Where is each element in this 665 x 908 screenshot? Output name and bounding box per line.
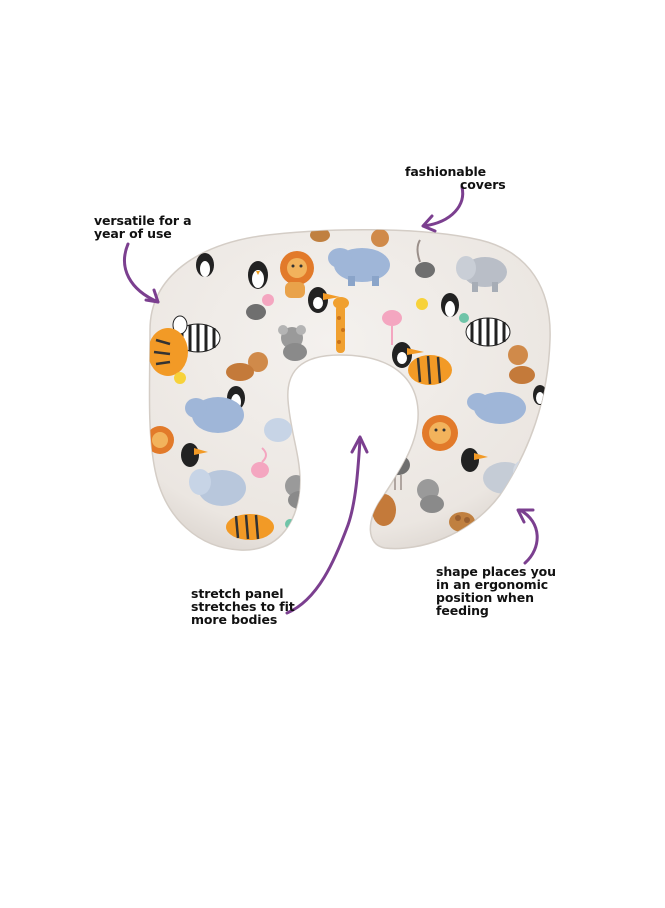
chick-icon xyxy=(375,379,385,389)
hedgehog-icon xyxy=(449,512,475,532)
penguin-icon xyxy=(248,261,268,289)
chick-icon xyxy=(459,313,469,323)
flamingo-icon xyxy=(251,447,269,478)
callout-fashionable-covers: fashionable covers xyxy=(405,165,506,191)
arrow-fashionable-icon xyxy=(421,185,465,233)
flamingo-icon xyxy=(262,294,274,306)
koala-icon xyxy=(417,479,444,513)
callout-versatile: versatile for a year of use xyxy=(94,214,192,240)
koala-icon xyxy=(278,325,307,361)
arrow-versatile-icon xyxy=(123,242,160,304)
callout-line: shape places you xyxy=(436,564,556,579)
hedgehog-icon xyxy=(302,515,330,537)
monkey-icon xyxy=(226,352,268,381)
callout-line: year of use xyxy=(94,226,172,241)
callout-line: versatile for a xyxy=(94,213,192,228)
callout-line: in an ergonomic xyxy=(436,577,549,592)
callout-line: covers xyxy=(460,177,506,192)
ostrich-icon xyxy=(246,304,266,320)
callout-line: more bodies xyxy=(191,612,278,627)
callout-line: fashionable xyxy=(405,164,487,179)
elephant-icon xyxy=(264,418,292,442)
penguin-icon xyxy=(196,253,214,277)
hippo-icon xyxy=(328,248,390,286)
chick-icon xyxy=(416,298,428,310)
callout-line: position when xyxy=(436,590,534,605)
tiger-icon xyxy=(149,328,188,376)
hippo-icon xyxy=(185,397,244,433)
callout-line: feeding xyxy=(436,603,489,618)
toucan-icon xyxy=(392,342,424,368)
elephant-icon xyxy=(189,469,246,506)
tiger-icon xyxy=(408,355,452,385)
hippo-icon xyxy=(467,392,526,424)
penguin-icon xyxy=(441,293,459,317)
chick-icon xyxy=(174,372,186,384)
hedgehog-icon xyxy=(310,229,330,242)
giraffe-icon xyxy=(333,297,349,353)
toucan-icon xyxy=(181,443,208,467)
callout-line: stretches to fit xyxy=(191,599,295,614)
monkey-icon xyxy=(371,229,389,247)
monkey-icon xyxy=(508,345,535,384)
arrow-stretch-icon xyxy=(285,435,369,615)
monkey-icon xyxy=(372,494,396,526)
pillow xyxy=(148,228,551,551)
callout-line: stretch panel xyxy=(191,586,284,601)
ostrich-icon xyxy=(415,239,435,278)
toucan-icon xyxy=(461,448,488,472)
lion-icon xyxy=(280,251,314,298)
toucan-icon xyxy=(308,287,340,313)
elephant-icon xyxy=(456,256,507,292)
arrow-shape-icon xyxy=(516,508,539,565)
callout-ergonomic-shape: shape places you in an ergonomic positio… xyxy=(436,565,556,617)
zebra-icon xyxy=(465,317,511,347)
callout-stretch-panel: stretch panel stretches to fit more bodi… xyxy=(191,587,295,626)
lion-icon xyxy=(149,426,174,454)
tiger-icon xyxy=(226,514,274,540)
lion-icon xyxy=(422,415,458,451)
flamingo-icon xyxy=(382,310,402,345)
